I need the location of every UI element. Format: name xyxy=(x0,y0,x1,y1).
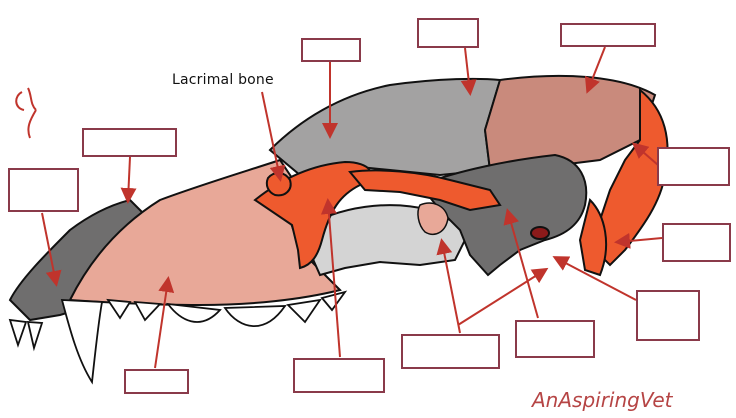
initials-mark xyxy=(15,87,37,139)
zygomatic-process xyxy=(348,169,502,212)
pointer-arrows xyxy=(41,46,663,369)
label-box-zygomatic[interactable] xyxy=(293,358,385,393)
label-box-occipital-upper[interactable] xyxy=(657,147,730,186)
artist-signature: AnAspiringVet xyxy=(532,388,673,412)
label-box-occipital-lower[interactable] xyxy=(662,223,731,262)
palatine-bone xyxy=(417,202,449,236)
label-box-temporal[interactable] xyxy=(515,320,595,358)
label-box-maxilla[interactable] xyxy=(124,369,189,394)
label-box-top-parietal[interactable] xyxy=(417,18,479,48)
occipital-condyle xyxy=(578,198,607,277)
label-box-condyle[interactable] xyxy=(636,290,700,341)
label-box-top-frontal[interactable] xyxy=(301,38,361,62)
label-box-nasal[interactable] xyxy=(82,128,177,157)
frontal-bone xyxy=(268,77,502,177)
label-box-palatine[interactable] xyxy=(401,334,500,369)
label-box-incisive[interactable] xyxy=(8,168,79,212)
teeth xyxy=(8,290,348,385)
external-acoustic-meatus xyxy=(530,226,550,240)
lacrimal-bone-label: Lacrimal bone xyxy=(172,72,274,88)
label-box-top-right[interactable] xyxy=(560,23,656,47)
